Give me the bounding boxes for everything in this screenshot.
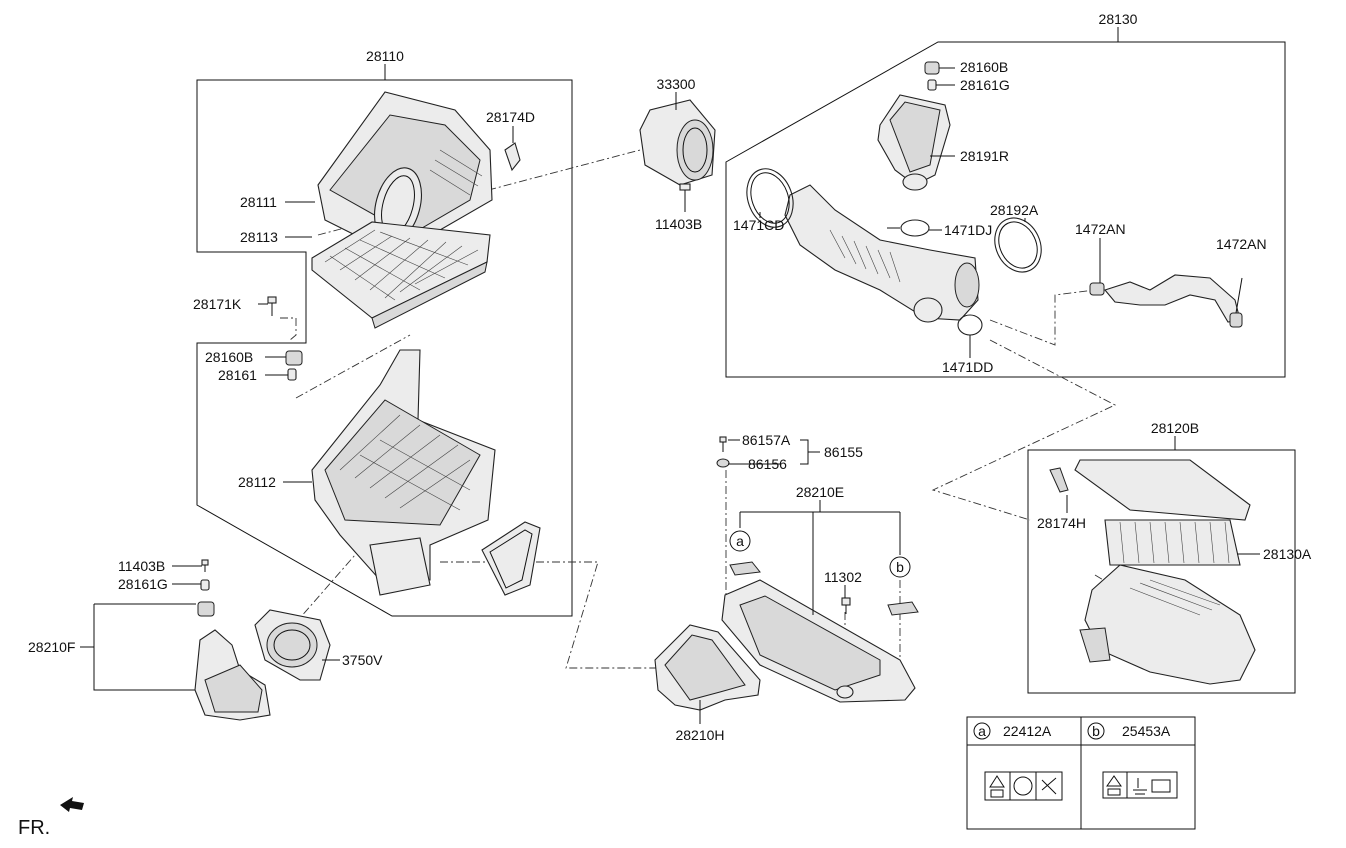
label-11403B-top: 11403B: [655, 216, 702, 232]
bolt-28171K: [267, 296, 277, 316]
clamp-28192A: [994, 217, 1042, 273]
callout-b-letter: b: [896, 559, 904, 575]
label-1471DJ: 1471DJ: [944, 222, 992, 238]
air-flow-sensor-33300: [639, 99, 716, 200]
air-cleaner-28120B: [1049, 459, 1256, 685]
label-1471DD: 1471DD: [942, 359, 993, 375]
label-28191R: 28191R: [960, 148, 1009, 164]
label-28130: 28130: [1099, 11, 1138, 27]
label-28210E: 28210E: [796, 484, 844, 500]
label-28192A: 28192A: [990, 202, 1039, 218]
label-11302: 11302: [824, 569, 862, 585]
legend-a-marker: a: [978, 723, 986, 739]
label-11403B-low: 11403B: [118, 558, 165, 574]
label-28161G-low: 28161G: [118, 576, 168, 592]
seal-ring: [481, 521, 541, 596]
breather-hose: [1089, 274, 1243, 328]
label-28174H: 28174H: [1037, 515, 1086, 531]
front-arrow-icon: [60, 797, 84, 812]
label-28161G-right: 28161G: [960, 77, 1010, 93]
duct-28210H: [654, 624, 761, 711]
label-28130A: 28130A: [1263, 546, 1312, 562]
label-86155: 86155: [824, 444, 863, 460]
group-frame-28110: [196, 79, 573, 617]
bushing-28161: [287, 368, 297, 381]
label-28210F: 28210F: [28, 639, 75, 655]
intake-hose: [784, 184, 980, 323]
warning-label-b-icon: [1102, 771, 1178, 799]
label-28174D: 28174D: [486, 109, 535, 125]
label-legend-table: a 22412A b 25453A: [966, 716, 1196, 830]
label-28160B-left: 28160B: [205, 349, 253, 365]
label-28160B-right: 28160B: [960, 59, 1008, 75]
bracket-28174D: [504, 142, 521, 172]
label-1472AN-a: 1472AN: [1075, 221, 1126, 237]
label-28113: 28113: [240, 229, 278, 245]
gasket-3750V: [254, 609, 331, 681]
leader-lines: [80, 27, 1260, 724]
callout-b: [889, 556, 911, 578]
clamp-1471DD: [957, 314, 983, 336]
label-28110: 28110: [366, 48, 404, 64]
label-28120B: 28120B: [1151, 420, 1199, 436]
label-1472AN-b: 1472AN: [1216, 236, 1267, 252]
label-28112: 28112: [238, 474, 276, 490]
duct-28210F: [194, 559, 271, 721]
clamp-1471CD: [746, 168, 794, 228]
air-cleaner-cover-28111: [317, 91, 493, 251]
front-label: FR.: [18, 817, 50, 839]
duct-28210E: [716, 436, 919, 703]
group-frame-28130: [725, 41, 1286, 378]
legend-b-marker: b: [1092, 723, 1100, 739]
legend-a-part: 22412A: [1003, 723, 1052, 739]
label-3750V: 3750V: [342, 652, 383, 668]
front-direction-indicator: FR.: [18, 797, 84, 839]
callout-a-letter: a: [736, 533, 744, 549]
bracket-28210F: [93, 604, 200, 691]
air-cleaner-body-28112: [311, 349, 496, 596]
label-28111: 28111: [240, 194, 277, 210]
group-frame-28120B: [1027, 449, 1296, 694]
clamp-1471DJ: [887, 219, 930, 237]
air-filter-28113: [311, 221, 491, 329]
label-28161: 28161: [218, 367, 257, 383]
resonator-28191R: [877, 61, 951, 191]
warning-label-a-icon: [984, 771, 1063, 801]
label-28171K: 28171K: [193, 296, 242, 312]
label-86157A: 86157A: [742, 432, 791, 448]
label-33300: 33300: [657, 76, 696, 92]
label-1471CD: 1471CD: [733, 217, 784, 233]
callout-a: [729, 530, 751, 552]
grommet-28160B-left: [285, 350, 303, 366]
label-28210H: 28210H: [675, 727, 724, 743]
label-86156: 86156: [748, 456, 787, 472]
legend-b-part: 25453A: [1122, 723, 1171, 739]
